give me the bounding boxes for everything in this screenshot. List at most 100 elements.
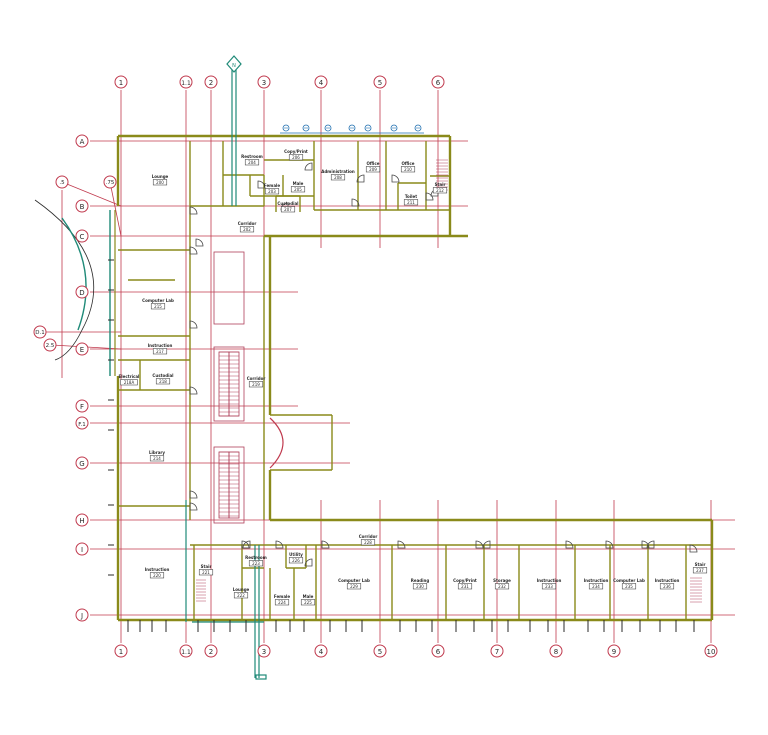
grid-bubble: 4 [314, 75, 328, 89]
room-name: Office [367, 161, 380, 166]
grid-bubble: 4 [314, 644, 328, 658]
room-number: 218A [124, 380, 135, 385]
room-name: Restroom [245, 555, 267, 560]
grid-bubble: B [75, 199, 89, 213]
grid-label: 4 [319, 648, 324, 656]
room-number-box [239, 226, 255, 233]
grid-label: F.1 [78, 422, 86, 428]
room-name: Utility [289, 552, 303, 557]
room-number-box [244, 159, 260, 166]
grid-label: 4 [319, 79, 324, 87]
grid-bubble: D [75, 285, 89, 299]
room-number-box [149, 455, 165, 462]
room-number: 210 [404, 167, 412, 172]
room-number: 214 [153, 456, 161, 461]
room-name: Instruction [655, 578, 680, 583]
door-swing [189, 320, 198, 329]
grid-label: 1.1 [181, 649, 191, 656]
grid-bubble: 3 [257, 75, 271, 89]
room-name: Instruction [148, 343, 173, 348]
door-swing [397, 540, 406, 549]
grid-label: 10 [707, 648, 716, 656]
grid-bubble: H [75, 513, 89, 527]
north-arrow-label: N [232, 63, 236, 69]
grid-label: 6 [436, 79, 441, 87]
room-number: 233 [545, 584, 553, 589]
room-name: Copy/Print [453, 578, 477, 583]
room-number-box [659, 583, 675, 590]
room-number: 219 [252, 382, 260, 387]
room-number: 235 [625, 584, 633, 589]
grid-label: 9 [612, 648, 616, 656]
room-name: Computer Lab [338, 578, 370, 583]
grid-bubble: 1 [114, 644, 128, 658]
room-name: Instruction [537, 578, 562, 583]
door-swing [646, 540, 655, 549]
room-number-box [330, 174, 346, 181]
grid-bubble: .75 [103, 175, 117, 189]
door-swing [275, 540, 284, 549]
room-name: Female [264, 183, 281, 188]
room-name: Male [293, 181, 304, 186]
room-number-box [198, 569, 214, 576]
room-number: 236 [663, 584, 671, 589]
grid-label: .5 [59, 180, 65, 186]
grid-label: D.1 [35, 330, 44, 336]
room-number-box [248, 560, 264, 567]
grid-bubble: J [75, 608, 89, 622]
grid-bubble: I [75, 542, 89, 556]
room-number: 206 [292, 155, 300, 160]
grid-label: 1 [119, 79, 123, 87]
room-number-box [621, 583, 637, 590]
exterior-walls [116, 134, 714, 622]
room-number-box [288, 557, 304, 564]
grid-bubble: .5 [55, 175, 69, 189]
door-swing [304, 162, 313, 171]
room-name: Corridor [238, 221, 257, 226]
grid-bubble: 1.1 [179, 644, 193, 658]
room-number-box [288, 154, 304, 161]
room-number: 226 [292, 558, 300, 563]
room-number-box [280, 206, 296, 213]
grid-label: C [80, 233, 85, 241]
room-name: Electrical [119, 374, 141, 379]
grid-label: H [79, 517, 84, 525]
grid-label: B [80, 203, 85, 211]
room-number: 221 [202, 570, 210, 575]
grid-label: J [80, 612, 83, 620]
grid-bubbles-bottom: 1 1.1 2 3 4 5 6 7 8 9 10 [114, 644, 718, 658]
room-number: 230 [416, 584, 424, 589]
grid-label: 2 [209, 79, 213, 87]
room-name: Restroom [241, 154, 263, 159]
grid-bubble: F.1 [75, 416, 89, 430]
door-swing [189, 206, 198, 215]
door-swing [189, 246, 198, 255]
room-number-box [120, 379, 138, 386]
grid-bubble: 5 [373, 644, 387, 658]
room-name: Copy/Print [284, 149, 308, 154]
grid-label: 1.1 [181, 80, 191, 87]
room-number-box [274, 599, 290, 606]
grid-label: E [80, 346, 84, 354]
grid-label: 7 [495, 648, 499, 656]
grid-label: 5 [378, 79, 382, 87]
room-number-box [432, 187, 448, 194]
room-number-box [403, 199, 419, 206]
